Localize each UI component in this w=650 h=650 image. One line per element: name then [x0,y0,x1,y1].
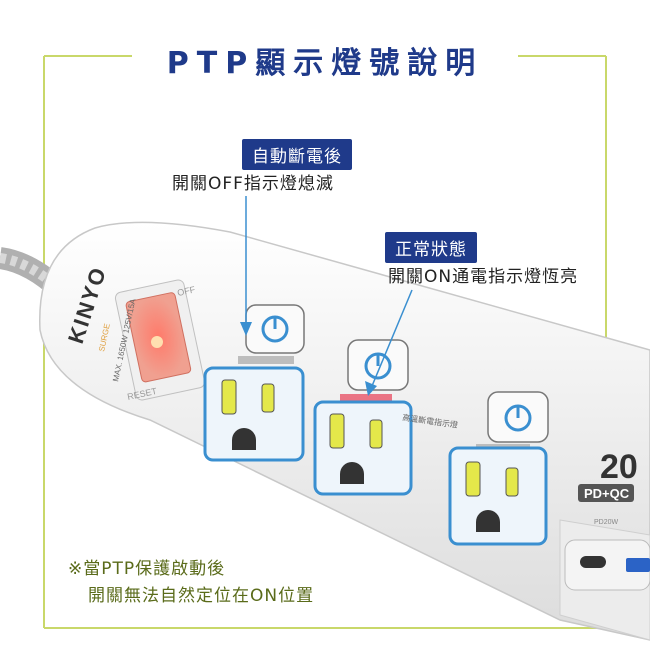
callout-off-tag: 自動斷電後 [242,139,352,170]
usb-ports [564,539,650,591]
outlet-2 [313,339,413,496]
callout-on-desc: 開關ON通電指示燈恆亮 [388,267,579,287]
ptp-note-line1: ※當PTP保護啟動後 [68,559,226,579]
outlet-3 [448,391,549,546]
callout-on-leader [371,289,413,387]
pd-qc-label: PD+QC [584,486,630,501]
callout-on-tag: 正常狀態 [385,232,477,263]
callout-on-arrow [365,381,377,396]
pd-port-label: PD20W [594,519,619,526]
main-switch [114,279,206,401]
callout-off-desc: 開關OFF指示燈熄滅 [172,174,334,194]
ptp-note-line2: 開關無法自然定位在ON位置 [88,586,315,606]
page-title: PTP顯示燈號說明 [166,46,484,81]
outlet-1 [203,304,305,462]
switch-off-label: OFF [176,284,196,298]
callout-off-arrow [240,322,252,336]
power-number: 20 [600,448,638,486]
